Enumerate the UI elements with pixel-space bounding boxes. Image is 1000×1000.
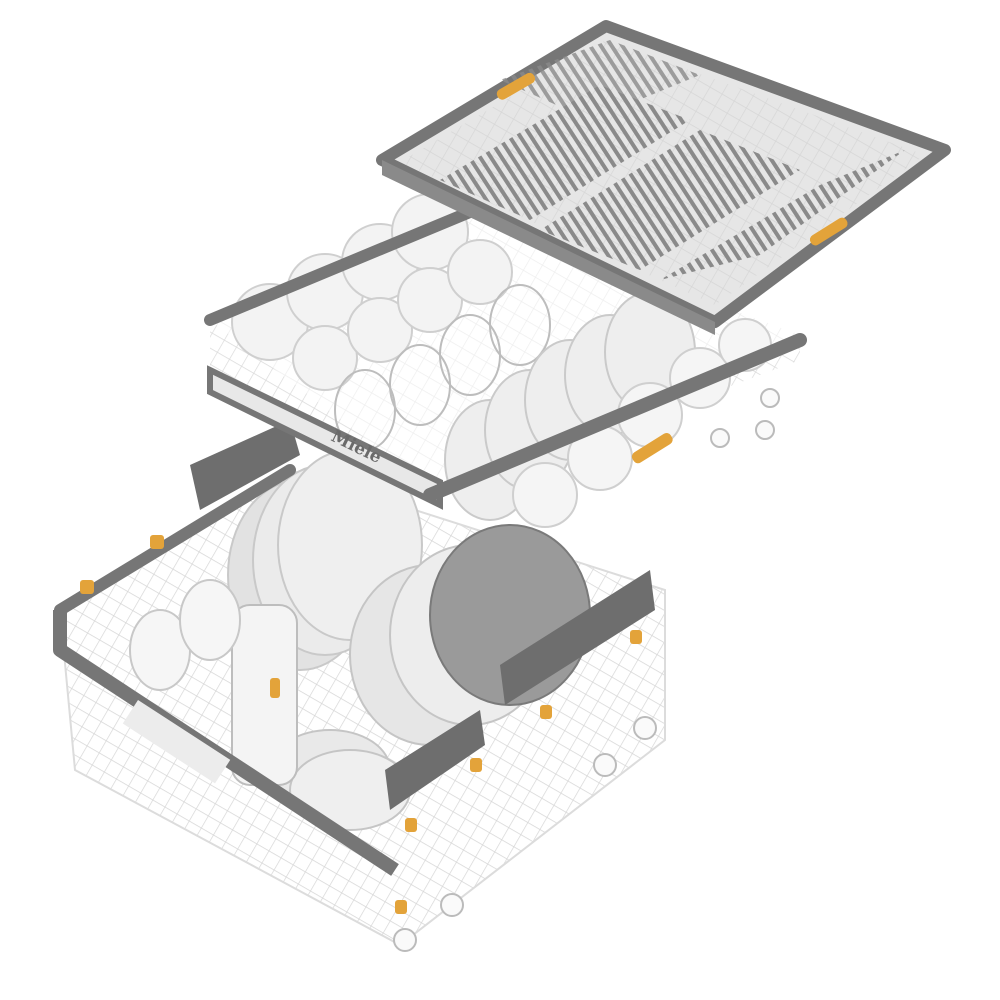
cutlery-section-middle bbox=[540, 130, 800, 270]
glasses bbox=[129, 579, 298, 786]
lower-front-panel bbox=[122, 700, 231, 784]
tray-handle-front[interactable] bbox=[808, 216, 849, 248]
cutlery-tray bbox=[376, 20, 951, 335]
upper-wheels bbox=[710, 388, 780, 448]
cutlery-section-left bbox=[440, 85, 690, 220]
lower-basket bbox=[53, 420, 666, 952]
upper-front-panel bbox=[207, 365, 443, 510]
upper-basket-handle[interactable] bbox=[630, 431, 675, 465]
cutlery-section-right bbox=[660, 150, 905, 280]
upper-rim-front bbox=[423, 333, 807, 502]
lower-rim-back bbox=[54, 464, 296, 616]
orange-clips bbox=[80, 535, 642, 914]
wheels bbox=[393, 716, 657, 952]
upper-rim-back bbox=[204, 206, 476, 326]
fold-down-tine-racks bbox=[190, 420, 655, 810]
lower-rim-front bbox=[53, 610, 399, 876]
tray-handle-back[interactable] bbox=[495, 71, 537, 102]
